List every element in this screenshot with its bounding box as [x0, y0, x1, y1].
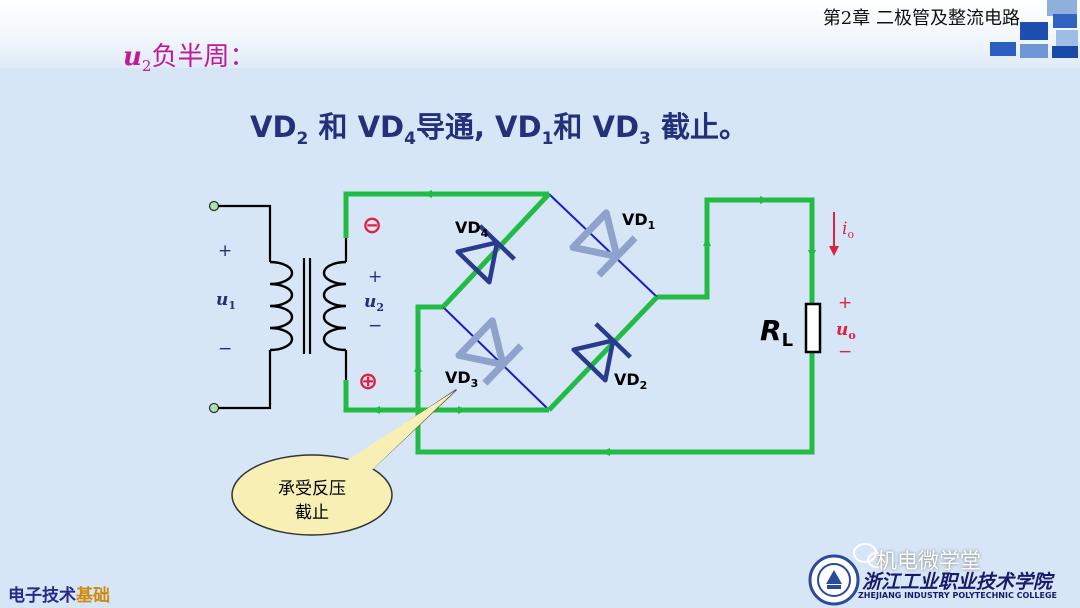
wechat-brand: 机电微学堂 — [876, 549, 981, 573]
label-io: io — [842, 219, 854, 241]
label-vd2: VD2 — [614, 370, 647, 392]
input-terminal-bottom — [208, 402, 220, 414]
uo-plus: + — [838, 293, 852, 313]
headline-part: 和 VD — [308, 110, 405, 144]
course-title-accent: 基础 — [76, 586, 110, 606]
callout-line-1: 承受反压 — [278, 479, 346, 499]
course-title-part: 电子技术 — [8, 586, 76, 606]
primary-plus: + — [218, 241, 232, 261]
secondary-minus: − — [368, 316, 382, 336]
label-vd3: VD3 — [445, 368, 478, 390]
diode-vd4 — [455, 224, 516, 285]
label-u2: u2 — [364, 292, 384, 314]
secondary-plus: + — [368, 267, 382, 287]
diode-vd3 — [455, 317, 524, 386]
diode-vd1 — [569, 209, 638, 278]
plus-terminal-symbol: ⊕ — [358, 367, 378, 395]
diode-vd2 — [571, 322, 632, 383]
headline-part: VD — [250, 110, 297, 144]
load-resistor — [804, 302, 822, 354]
chapter-title: 第2章 二极管及整流电路 — [822, 8, 1020, 29]
secondary-coil — [322, 260, 347, 352]
callout-line-2: 截止 — [295, 503, 329, 523]
header-band — [0, 0, 1080, 68]
primary-minus: − — [218, 339, 232, 359]
label-rl: RL — [760, 314, 793, 351]
subheading: u2负半周： — [123, 36, 255, 75]
label-vd1: VD1 — [622, 210, 655, 232]
headline-part: 截止。 — [650, 110, 748, 144]
callout-bubble — [231, 389, 457, 536]
io-arrow — [829, 212, 839, 256]
label-u1: u1 — [216, 290, 236, 312]
transformer-primary — [208, 200, 294, 414]
transformer-secondary — [322, 238, 348, 380]
school-name-en: ZHEJIANG INDUSTRY POLYTECHNIC COLLEGE — [858, 591, 1057, 600]
headline: VD2 和 VD4导通, VD1和 VD3 截止。 — [250, 104, 748, 149]
current-path — [343, 191, 815, 455]
headline-sub: 3 — [639, 128, 651, 149]
label-uo: uo — [836, 320, 856, 342]
uo-minus: − — [838, 342, 852, 362]
minus-terminal-symbol: ⊖ — [362, 211, 382, 239]
headline-part: 导通, VD — [415, 110, 542, 144]
subheading-subscript: 2 — [141, 57, 152, 76]
primary-coil — [269, 260, 294, 352]
course-title: 电子技术基础 — [8, 581, 110, 606]
subheading-symbol: u — [123, 42, 142, 72]
subheading-text: 负半周： — [151, 42, 256, 72]
wechat-icon — [853, 543, 887, 568]
headline-sub: 1 — [541, 128, 554, 149]
headline-sub: 4 — [404, 128, 416, 149]
input-terminal-top — [208, 200, 220, 212]
bridge-wires — [442, 193, 658, 411]
school-seal-logo — [808, 554, 860, 606]
headline-part: 和 VD — [553, 110, 640, 144]
school-name-cn: 浙江工业职业技术学院 — [862, 571, 1053, 593]
headline-sub: 2 — [296, 128, 309, 149]
current-arrows — [371, 190, 816, 456]
label-vd4: VD4 — [455, 218, 489, 240]
